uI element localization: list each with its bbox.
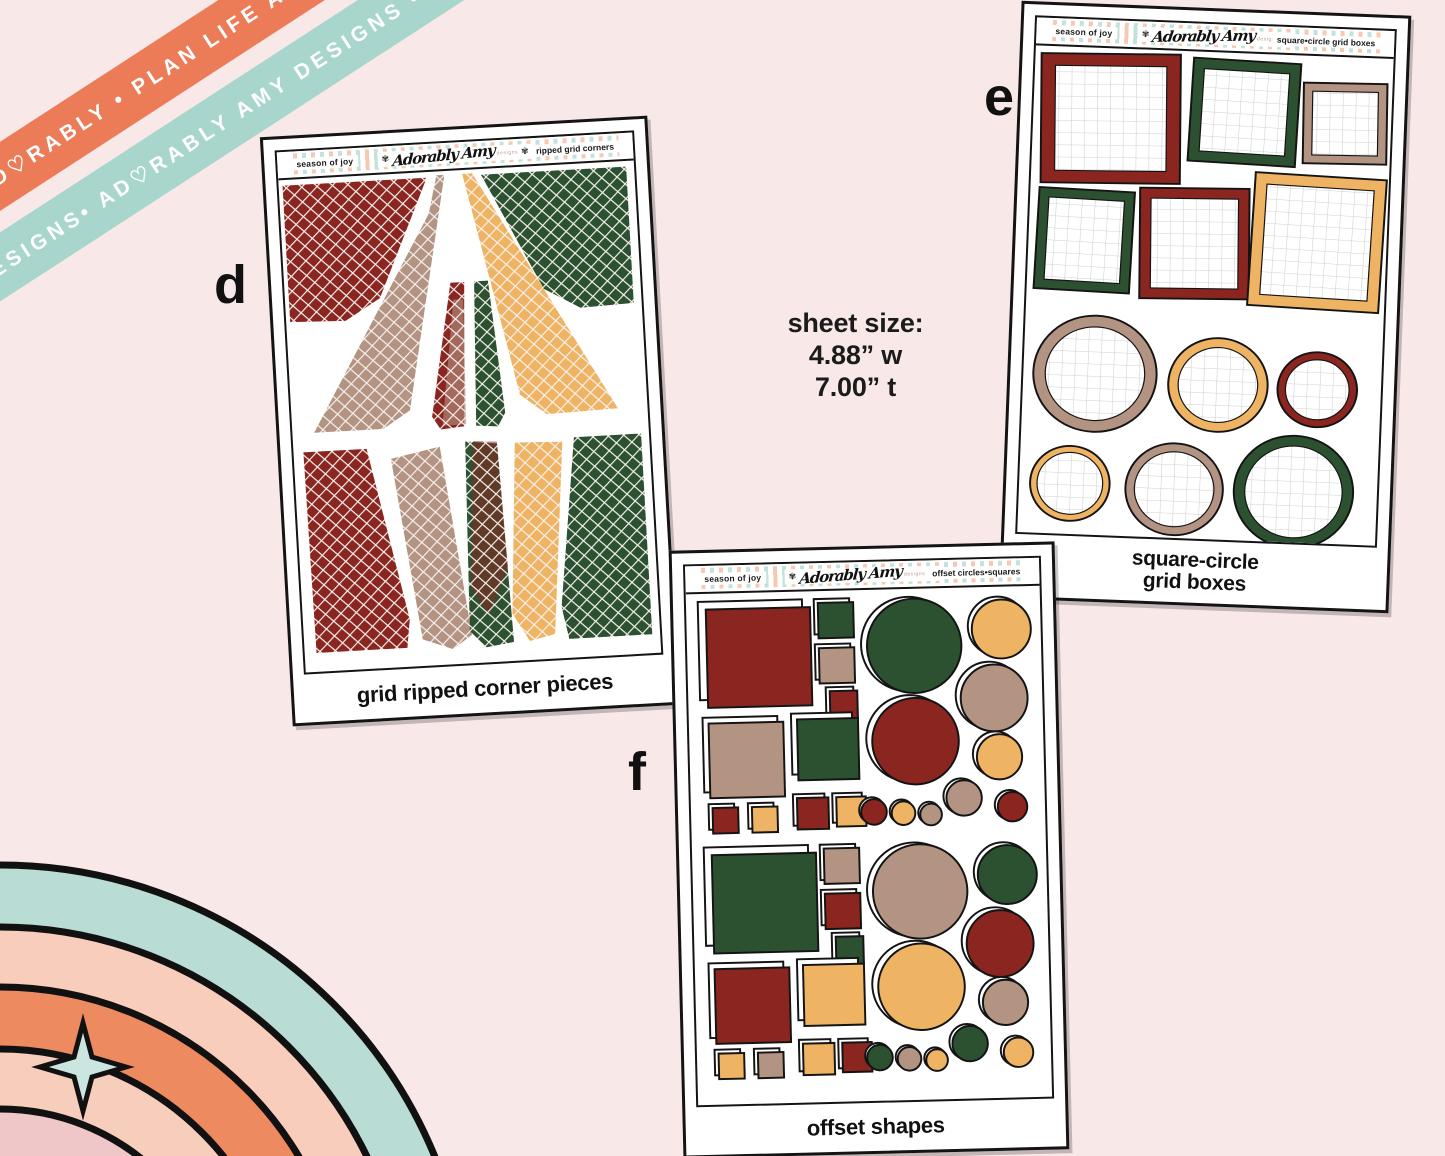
sheet-size-line-2: 4.88” w xyxy=(808,339,903,370)
flower-glyph-icon: ✾ xyxy=(520,145,529,157)
sheet-d-inner: season of joy ✾ Adorably Amy designs ✾ r… xyxy=(274,130,664,675)
sticker-sheet-e[interactable]: season of joy ✾ Adorably Amy designs ✾ s… xyxy=(998,0,1412,614)
sheet-f-content xyxy=(686,586,1052,1105)
sticker-sheet-f[interactable]: season of joy ✾ Adorably Amy designs ✾ o… xyxy=(668,541,1070,1156)
brand-logo-sub: designs xyxy=(496,148,519,157)
sheet-e-header-left: season of joy xyxy=(1050,24,1118,40)
sheet-e-caption-line-2: grid boxes xyxy=(1142,568,1247,596)
marker-letter-d: d xyxy=(214,255,247,315)
sheet-f-inner: season of joy ✾ Adorably Amy designs ✾ o… xyxy=(682,555,1055,1108)
sheet-size-note: sheet size: 4.88” w 7.00” t xyxy=(748,308,963,404)
marker-letter-f: f xyxy=(628,742,646,802)
sheet-size-line-1: sheet size: xyxy=(787,308,924,338)
rainbow-decoration xyxy=(0,555,660,1156)
flower-glyph-icon: ✾ xyxy=(1141,28,1150,40)
sheet-f-header-left: season of joy xyxy=(699,571,767,586)
sheet-f-header-right: offset circles•squares xyxy=(927,565,1026,580)
brand-logo-sub: designs xyxy=(903,570,926,578)
sheet-size-line-3: 7.00” t xyxy=(814,371,897,402)
sheet-e-inner: season of joy ✾ Adorably Amy designs ✾ s… xyxy=(1015,15,1397,548)
sticker-sheet-d[interactable]: season of joy ✾ Adorably Amy designs ✾ r… xyxy=(259,115,681,727)
flower-glyph-icon: ✾ xyxy=(381,153,390,165)
flower-glyph-icon: ✾ xyxy=(788,571,797,582)
star-icon xyxy=(31,1013,135,1121)
marker-letter-e: e xyxy=(984,67,1015,127)
brand-logo-script: Adorably Amy xyxy=(1150,26,1256,46)
sheet-f-caption: offset shapes xyxy=(806,1112,946,1142)
sheet-e-content xyxy=(1017,45,1393,546)
sheet-d-content xyxy=(278,160,661,672)
